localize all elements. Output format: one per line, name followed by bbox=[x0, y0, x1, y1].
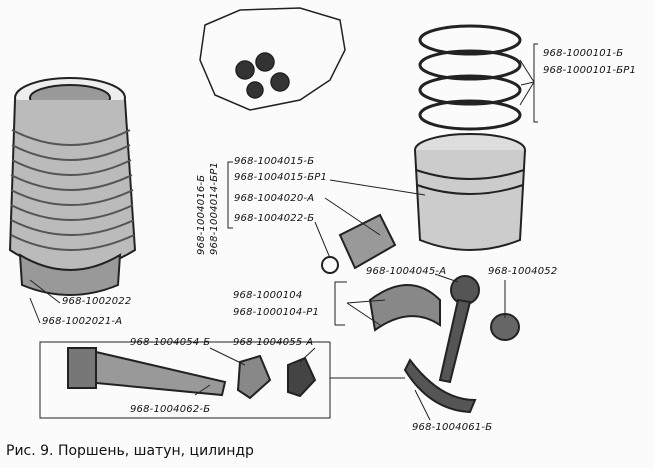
piston-pin bbox=[321, 213, 397, 274]
part-label-piston-alt: 968-1004015-БР1 bbox=[234, 172, 328, 183]
part-label-bolt: 968-1004062-Б bbox=[130, 404, 211, 415]
part-label-cylinder-alt: 968-1002021-А bbox=[42, 316, 123, 327]
piston-rings bbox=[418, 24, 522, 131]
part-label-lock-nut: 968-1004055-А bbox=[233, 337, 314, 348]
part-label-pin: 968-1004020-А bbox=[234, 193, 315, 204]
part-label-circlip: 968-1004022-Б bbox=[234, 213, 315, 224]
bearing-shells bbox=[368, 284, 441, 332]
piston bbox=[414, 133, 526, 251]
part-label-bearing: 968-1000104 bbox=[233, 290, 303, 301]
bolt-and-nuts bbox=[67, 347, 317, 400]
part-label-rings: 968-1000101-Б bbox=[543, 48, 624, 59]
part-label-piston-pin-set-alt: 968-1004014-БР1 bbox=[209, 161, 220, 255]
part-label-piston: 968-1004015-Б bbox=[234, 156, 315, 167]
cylinder bbox=[8, 77, 137, 324]
part-label-connecting-rod: 968-1004061-Б bbox=[412, 422, 493, 433]
part-label-rings-alt: 968-1000101-БР1 bbox=[543, 65, 637, 76]
part-label-piston-pin-set: 968-1004016-Б bbox=[196, 174, 207, 255]
part-label-nut: 968-1004054-Б bbox=[130, 337, 211, 348]
part-label-bearing-alt: 968-1000104-Р1 bbox=[233, 307, 320, 318]
part-label-bushing: 968-1004052 bbox=[488, 266, 558, 277]
figure-caption: Рис. 9. Поршень, шатун, цилиндр bbox=[6, 443, 254, 459]
connecting-rod bbox=[403, 275, 480, 414]
engine-outline bbox=[199, 7, 346, 111]
leader-lines bbox=[39, 43, 538, 421]
part-label-small-bushing: 968-1004045-А bbox=[366, 266, 447, 277]
part-label-cylinder: 968-1002022 bbox=[62, 296, 132, 307]
